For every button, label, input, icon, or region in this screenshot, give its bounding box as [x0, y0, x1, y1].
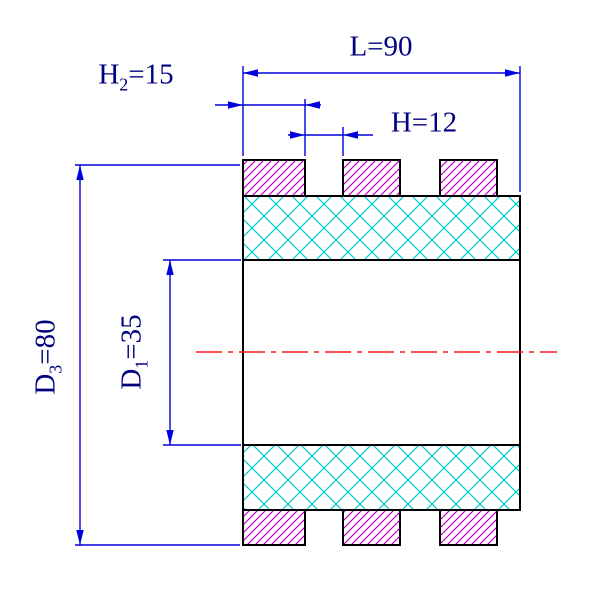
- dim-label-H: H=12: [390, 106, 458, 139]
- dim-label-D1: D1=35: [115, 314, 152, 390]
- top-rib-2: [342, 159, 401, 197]
- bushing-body: [242, 159, 521, 546]
- dim-subscript: 3: [45, 364, 66, 374]
- dim-text: H: [98, 58, 120, 91]
- dim-label-D3: D3=80: [29, 319, 66, 395]
- dim-text: L=90: [349, 30, 413, 63]
- arrowhead-icon: [343, 131, 358, 139]
- dim-text: H=12: [390, 106, 458, 139]
- arrowhead-icon: [243, 69, 258, 77]
- dim-text: =15: [128, 58, 174, 91]
- arrowhead-icon: [166, 430, 174, 445]
- dim-label-H2: H2=15: [98, 58, 174, 93]
- bottom-rib-1: [242, 509, 306, 546]
- arrowhead-icon: [76, 530, 84, 545]
- dim-label-L: L=90: [349, 30, 413, 63]
- dim-text: =80: [29, 319, 62, 365]
- top-rib-3: [439, 159, 498, 197]
- arrowhead-icon: [76, 165, 84, 180]
- bottom-liner-band: [242, 444, 521, 511]
- dimension-D3: [75, 164, 240, 546]
- bottom-rib-3: [439, 509, 498, 546]
- dim-text: D: [29, 373, 62, 395]
- dim-text: D: [115, 368, 148, 390]
- dimension-H2: [215, 99, 321, 156]
- arrowhead-icon: [166, 260, 174, 275]
- dimension-L: [242, 66, 521, 192]
- arrowhead-icon: [290, 131, 305, 139]
- dimension-D1: [163, 259, 241, 446]
- top-rib-1: [242, 159, 306, 197]
- dim-text: =35: [115, 314, 148, 360]
- arrowhead-icon: [305, 101, 320, 109]
- arrowhead-icon: [505, 69, 520, 77]
- top-liner-band: [242, 195, 521, 261]
- dim-subscript: 1: [131, 359, 152, 369]
- arrowhead-icon: [228, 101, 243, 109]
- dimension-H: [288, 127, 373, 156]
- dim-subscript: 2: [119, 74, 129, 95]
- bottom-rib-2: [342, 509, 401, 546]
